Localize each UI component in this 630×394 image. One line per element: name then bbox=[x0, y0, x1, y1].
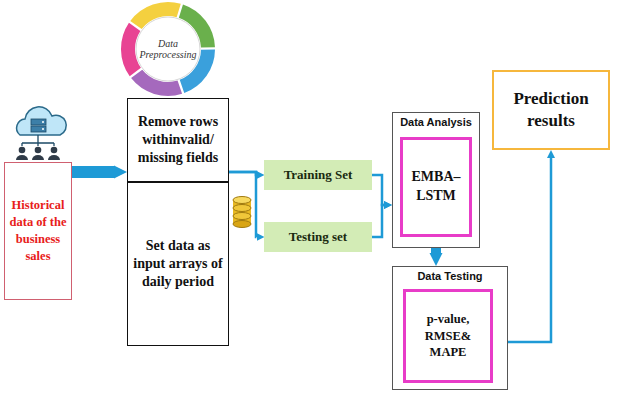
preprocess-circle: Data Preprocessing bbox=[120, 1, 216, 97]
model-box: EMBA– LSTM bbox=[400, 137, 472, 237]
cloud-server-icon bbox=[16, 107, 66, 160]
testing-panel: Data Testing p-value, RMSE& MAPE bbox=[392, 266, 508, 390]
node-label: Data Analysis bbox=[396, 116, 476, 128]
node-label: Testing set bbox=[289, 229, 347, 245]
flow-arrow bbox=[372, 175, 384, 205]
dataset-label: Training Set bbox=[264, 160, 372, 190]
node-label: p-value, RMSE& MAPE bbox=[409, 311, 487, 362]
flow-arrow bbox=[72, 166, 114, 178]
process-box: Set data as input arrays of daily period bbox=[127, 182, 229, 346]
flow-arrow bbox=[508, 158, 551, 342]
metrics-box: p-value, RMSE& MAPE bbox=[403, 289, 493, 383]
analysis-panel: Data AnalysisEMBA– LSTM bbox=[392, 112, 480, 248]
node-label: Historical data of the business sales bbox=[8, 197, 68, 265]
node-label: Prediction results bbox=[498, 88, 604, 132]
flow-arrow bbox=[229, 172, 257, 237]
ring-center bbox=[136, 17, 200, 81]
node-label: Data Preprocessing bbox=[138, 38, 198, 61]
database-coins-icon bbox=[233, 197, 251, 228]
node-label: Set data as input arrays of daily period bbox=[131, 237, 225, 292]
result-box: Prediction results bbox=[492, 70, 610, 150]
dataset-label: Testing set bbox=[264, 222, 372, 252]
node-label: EMBA– LSTM bbox=[406, 168, 466, 206]
source-box: Historical data of the business sales bbox=[4, 162, 72, 300]
flow-arrow bbox=[431, 248, 441, 253]
node-label: Remove rows withinvalid/ missing fields bbox=[131, 113, 225, 168]
flow-arrow bbox=[372, 205, 384, 237]
node-label: Data Testing bbox=[396, 270, 504, 282]
node-label: Training Set bbox=[284, 167, 353, 183]
process-box: Remove rows withinvalid/ missing fields bbox=[127, 98, 229, 182]
